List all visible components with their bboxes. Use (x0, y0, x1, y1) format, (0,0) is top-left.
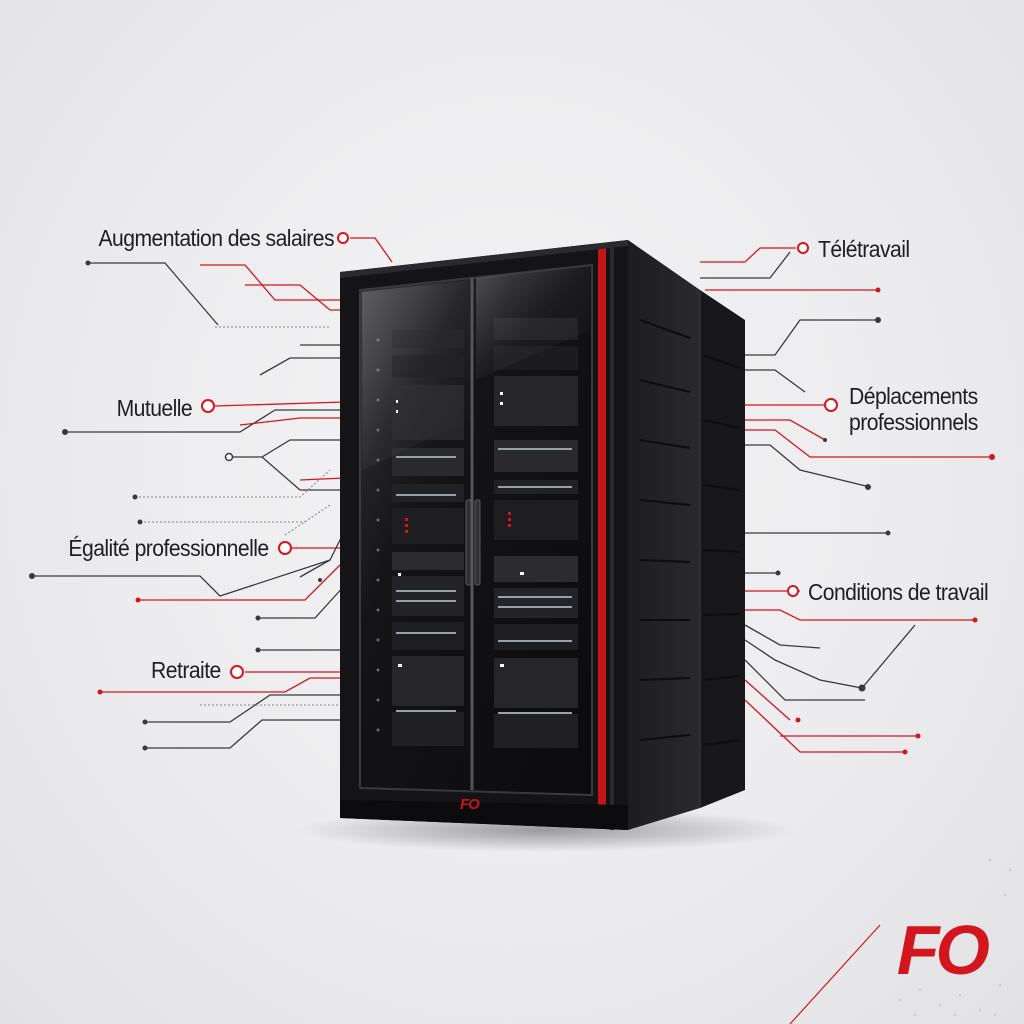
label-teletravail: Télétravail (818, 236, 910, 262)
label-deplacements-line1: Déplacements (849, 383, 978, 409)
right-circuit-lines (700, 247, 990, 753)
door-handle-left (465, 499, 472, 586)
label-mutuelle: Mutuelle (116, 395, 192, 421)
label-augmentation-des-salaires: Augmentation des salaires (98, 225, 334, 251)
left-circuit-lines (32, 237, 393, 749)
label-retraite: Retraite (151, 657, 221, 683)
fo-logo: FO (896, 911, 990, 989)
server-units-right (494, 318, 578, 748)
server-rack (340, 240, 745, 830)
door-handle-right (474, 499, 481, 586)
label-conditions-de-travail: Conditions de travail (808, 579, 989, 605)
cabinet-fo-logo: FO (460, 796, 480, 813)
corner-decoration (789, 858, 1012, 1024)
left-node-markers (29, 232, 349, 751)
right-node-markers (775, 242, 995, 755)
label-egalite-professionnelle: Égalité professionnelle (68, 535, 270, 561)
label-deplacements-professionnels: Déplacements professionnels (849, 383, 978, 435)
label-deplacements-line2: professionnels (849, 409, 978, 435)
